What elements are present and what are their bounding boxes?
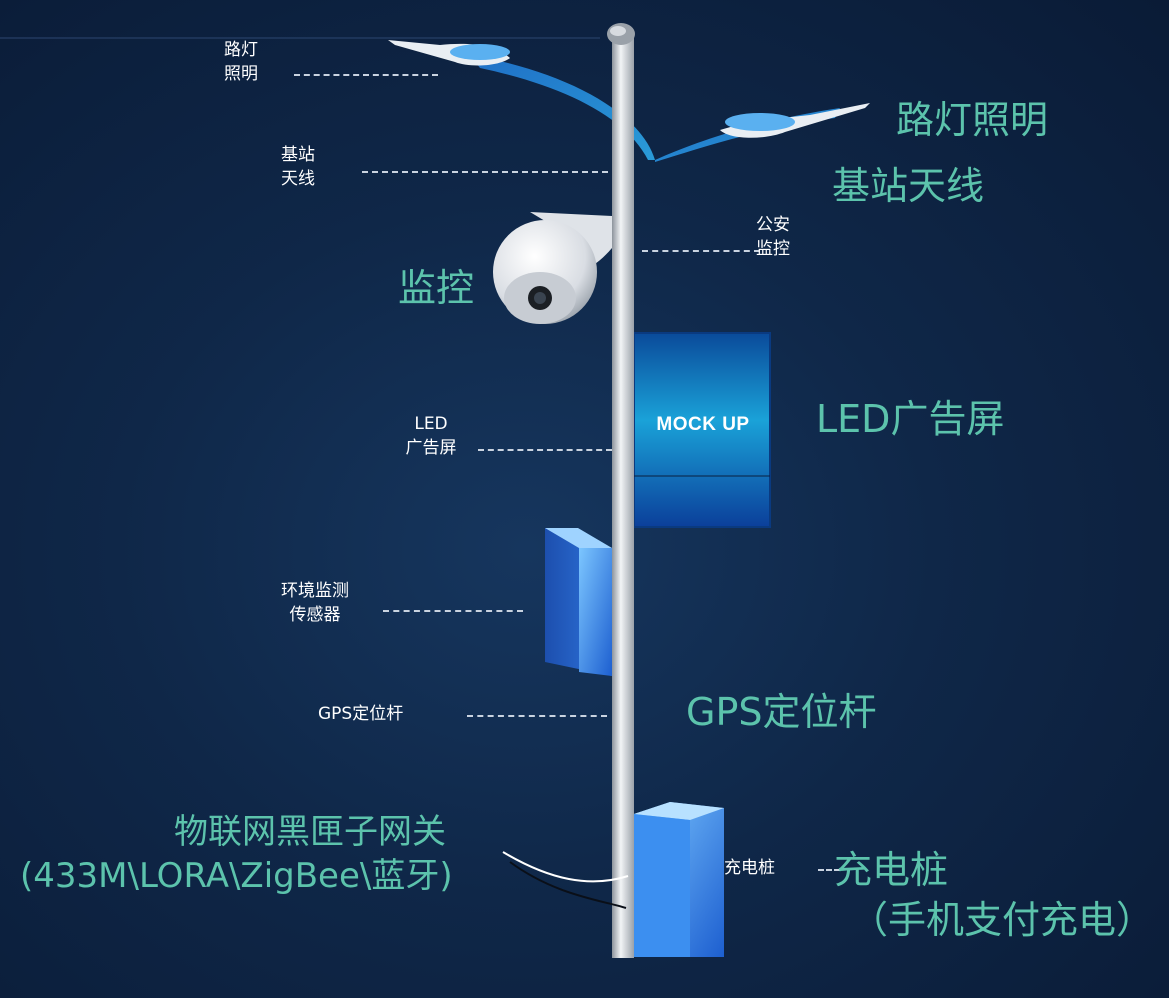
gateway-pointer-lines <box>503 852 628 908</box>
led-big-label: LED广告屏 <box>816 397 1004 441</box>
monitor-big-label: 监控 <box>398 266 474 310</box>
dome-camera <box>493 212 612 324</box>
gps-leader <box>467 715 607 717</box>
charger-big-label: 充电桩 <box>834 848 948 892</box>
streetlight-leader <box>294 74 438 76</box>
gateway-protocols-label: (433M\LORA\ZigBee\蓝牙) <box>20 856 453 896</box>
antenna-leader <box>362 171 608 173</box>
streetlight-big-label: 路灯照明 <box>896 98 1048 142</box>
gateway-big-label: 物联网黑匣子网关 <box>174 812 446 852</box>
police-cam-leader <box>642 250 760 252</box>
police-cam-small-label: 公安监控 <box>750 213 796 261</box>
charger-payment-label: （手机支付充电） <box>850 898 1154 942</box>
gps-big-label: GPS定位杆 <box>686 690 876 734</box>
antenna-small-label: 基站天线 <box>275 143 321 191</box>
environment-sensor-box <box>545 528 612 676</box>
charger-small-label: 充电桩 <box>724 856 775 880</box>
streetlight-small-label: 路灯照明 <box>218 38 264 86</box>
env-sensor-leader <box>383 610 523 612</box>
gps-small-label: GPS定位杆 <box>318 702 403 726</box>
led-leader <box>478 449 612 451</box>
antenna-big-label: 基站天线 <box>832 164 984 208</box>
pole <box>607 23 635 958</box>
env-sensor-small-label: 环境监测传感器 <box>272 579 358 627</box>
screen-text: MOCK UP <box>640 414 766 436</box>
charging-pile-box <box>634 802 724 957</box>
